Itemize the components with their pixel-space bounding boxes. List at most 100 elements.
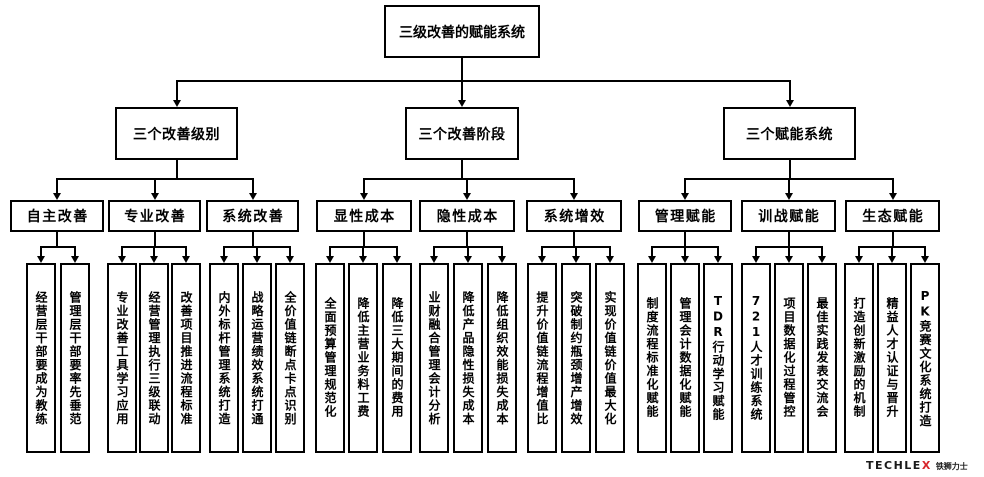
leaf-node: 降低主营业务料工费 <box>348 263 378 453</box>
category-label: 系统改善 <box>222 209 285 225</box>
arrowhead <box>464 256 472 263</box>
leaf-label: 管理层干部要率先垂范 <box>68 290 82 426</box>
root-node: 三级改善的赋能系统 <box>384 5 540 58</box>
leaf-label: 突破制约瓶颈增产增效 <box>569 290 583 426</box>
arrowhead <box>173 100 181 107</box>
leaf-label: 全面预算管理规范化 <box>323 297 337 419</box>
leaf-label: 提升价值链流程增值比 <box>535 290 549 426</box>
arrowhead <box>71 256 79 263</box>
arrowhead <box>714 256 722 263</box>
category-node-system-efficiency: 系统增效 <box>526 200 622 232</box>
logo-accent-letter: X <box>921 459 932 472</box>
arrowhead <box>538 256 546 263</box>
arrowhead <box>286 256 294 263</box>
arrowhead <box>458 100 466 107</box>
leaf-node: 项目数据化过程管控 <box>774 263 804 453</box>
leaf-node: 提升价值链流程增值比 <box>527 263 557 453</box>
arrowhead <box>249 193 257 200</box>
category-label: 系统增效 <box>543 209 606 225</box>
logo-wordmark: TECHLEX <box>866 459 932 472</box>
leaf-node: PK竞赛文化系统打造 <box>910 263 940 453</box>
leaf-label: TDR行动学习赋能 <box>711 294 725 422</box>
leaf-node: 最佳实践发表交流会 <box>807 263 837 453</box>
leaf-label: 项目数据化过程管控 <box>782 297 796 419</box>
leaf-node: 经营层干部要成为教练 <box>26 263 56 453</box>
leaf-label: 实现价值链价值最大化 <box>603 290 617 426</box>
arrowhead <box>785 256 793 263</box>
arrowhead <box>151 193 159 200</box>
category-label: 自主改善 <box>26 209 89 225</box>
arrowhead <box>360 193 368 200</box>
category-label: 专业改善 <box>124 209 187 225</box>
arrowhead <box>921 256 929 263</box>
root-title: 三级改善的赋能系统 <box>399 24 525 41</box>
category-label: 显性成本 <box>333 209 396 225</box>
arrowhead <box>118 256 126 263</box>
branch-label: 三个赋能系统 <box>746 126 833 143</box>
arrowhead <box>220 256 228 263</box>
arrowhead <box>182 256 190 263</box>
leaf-node: 降低产品隐性损失成本 <box>453 263 483 453</box>
category-node-system-improvement: 系统改善 <box>206 200 299 232</box>
arrowhead <box>855 256 863 263</box>
leaf-label: 最佳实践发表交流会 <box>815 297 829 419</box>
arrowhead <box>606 256 614 263</box>
leaf-label: 降低产品隐性损失成本 <box>461 290 475 426</box>
leaf-node: 降低三大期间的费用 <box>382 263 412 453</box>
category-label: 生态赋能 <box>862 209 925 225</box>
leaf-node: 制度流程标准化赋能 <box>637 263 667 453</box>
arrowhead <box>393 256 401 263</box>
arrowhead <box>463 193 471 200</box>
arrowhead <box>430 256 438 263</box>
category-node-self-improvement: 自主改善 <box>10 200 104 232</box>
category-node-hidden-cost: 隐性成本 <box>419 200 515 232</box>
leaf-label: 战略运营绩效系统打通 <box>250 290 264 426</box>
leaf-label: 降低三大期间的费用 <box>390 297 404 419</box>
leaf-label: PK竞赛文化系统打造 <box>918 288 932 428</box>
leaf-node: 突破制约瓶颈增产增效 <box>561 263 591 453</box>
category-node-professional-improvement: 专业改善 <box>108 200 201 232</box>
branch-node-improvement-levels: 三个改善级别 <box>115 107 238 160</box>
arrowhead <box>572 256 580 263</box>
branch-node-enablement-systems: 三个赋能系统 <box>723 107 856 160</box>
leaf-label: 经营层干部要成为教练 <box>34 290 48 426</box>
arrowhead <box>253 256 261 263</box>
leaf-label: 打造创新激励的机制 <box>852 297 866 419</box>
leaf-node: 打造创新激励的机制 <box>844 263 874 453</box>
leaf-label: 管理会计数据化赋能 <box>678 297 692 419</box>
leaf-node: TDR行动学习赋能 <box>703 263 733 453</box>
leaf-label: 业财融合管理会计分析 <box>427 290 441 426</box>
arrowhead <box>681 256 689 263</box>
leaf-node: 721人才训练系统 <box>741 263 771 453</box>
leaf-label: 内外标杆管理系统打造 <box>217 290 231 426</box>
arrowhead <box>37 256 45 263</box>
leaf-label: 721人才训练系统 <box>749 294 763 422</box>
arrowhead <box>570 193 578 200</box>
category-label: 管理赋能 <box>654 209 717 225</box>
leaf-node: 降低组织效能损失成本 <box>487 263 517 453</box>
leaf-node: 专业改善工具学习应用 <box>107 263 137 453</box>
leaf-node: 实现价值链价值最大化 <box>595 263 625 453</box>
category-label: 隐性成本 <box>436 209 499 225</box>
leaf-label: 经营管理执行三级联动 <box>147 290 161 426</box>
category-node-explicit-cost: 显性成本 <box>316 200 412 232</box>
arrowhead <box>785 193 793 200</box>
arrowhead <box>53 193 61 200</box>
leaf-node: 内外标杆管理系统打造 <box>209 263 239 453</box>
leaf-label: 全价值链断点卡点识别 <box>283 290 297 426</box>
arrowhead <box>752 256 760 263</box>
leaf-node: 管理层干部要率先垂范 <box>60 263 90 453</box>
leaf-node: 精益人才认证与晋升 <box>877 263 907 453</box>
leaf-label: 专业改善工具学习应用 <box>115 290 129 426</box>
arrowhead <box>498 256 506 263</box>
arrowhead <box>888 256 896 263</box>
techlex-logo: TECHLEX 铁狮力士 <box>866 459 968 475</box>
category-label: 训战赋能 <box>758 209 821 225</box>
arrowhead <box>326 256 334 263</box>
leaf-label: 降低主营业务料工费 <box>356 297 370 419</box>
category-node-training-enablement: 训战赋能 <box>741 200 836 232</box>
category-node-management-enablement: 管理赋能 <box>638 200 732 232</box>
leaf-node: 战略运营绩效系统打通 <box>242 263 272 453</box>
